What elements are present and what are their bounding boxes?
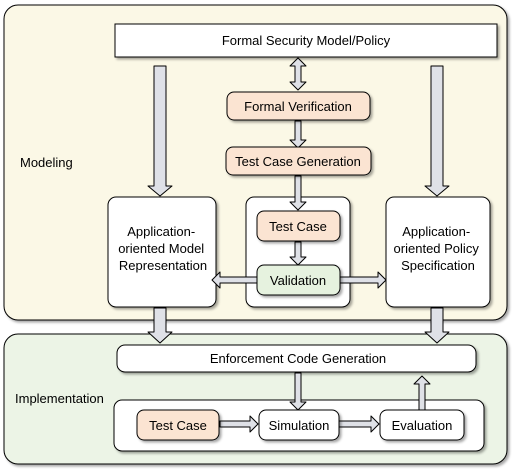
- arrow-validation-to-specification: [339, 271, 387, 289]
- arrow-evaluation-to-enforcement: [413, 375, 431, 411]
- impl-test-case-label: Test Case: [149, 418, 207, 433]
- arrow-representation-to-enforcement: [147, 307, 173, 344]
- simulation-label: Simulation: [269, 418, 330, 433]
- arrow-simulation-to-evaluation: [338, 415, 380, 433]
- model-representation-label: Application- oriented Model Representati…: [118, 224, 208, 273]
- formal-verification-label: Formal Verification: [244, 99, 352, 114]
- test-case-generation-label: Test Case Generation: [235, 154, 361, 169]
- formal-security-model-box: [114, 23, 498, 58]
- modeling-label: Modeling: [20, 155, 73, 170]
- evaluation-box: [379, 409, 465, 441]
- arrow-validation-to-representation: [211, 271, 259, 289]
- validation-label: Validation: [270, 273, 326, 288]
- formal-verification-box: [226, 91, 371, 121]
- arrow-testcase-to-validation: [289, 241, 307, 266]
- arrow-specification-to-enforcement: [424, 307, 450, 344]
- impl-test-case-box: [136, 409, 220, 441]
- model-representation-box: [107, 196, 217, 308]
- policy-specification-label: Application- oriented Policy Specificati…: [394, 224, 483, 273]
- enforcement-code-generation-label: Enforcement Code Generation: [210, 351, 386, 366]
- test-case-generation-box: [225, 146, 372, 176]
- arrow-model-verification-bidirectional: [289, 57, 307, 91]
- test-case-box: [256, 210, 341, 242]
- policy-specification-box: [385, 196, 491, 308]
- arrow-model-to-specification: [424, 65, 450, 197]
- evaluation-label: Evaluation: [392, 418, 453, 433]
- implementation-label: Implementation: [15, 391, 104, 406]
- arrow-verification-to-generation: [289, 120, 307, 149]
- enforcement-code-generation-box: [116, 344, 477, 373]
- arrow-testcase-to-simulation: [219, 415, 259, 433]
- formal-security-model-label: Formal Security Model/Policy: [222, 33, 391, 48]
- validation-box: [256, 264, 341, 296]
- arrow-enforcement-to-simulation: [289, 372, 307, 411]
- arrow-model-to-representation: [147, 65, 173, 197]
- simulation-box: [258, 409, 340, 441]
- arrow-generation-to-testcase: [289, 175, 307, 211]
- test-case-label: Test Case: [269, 219, 327, 234]
